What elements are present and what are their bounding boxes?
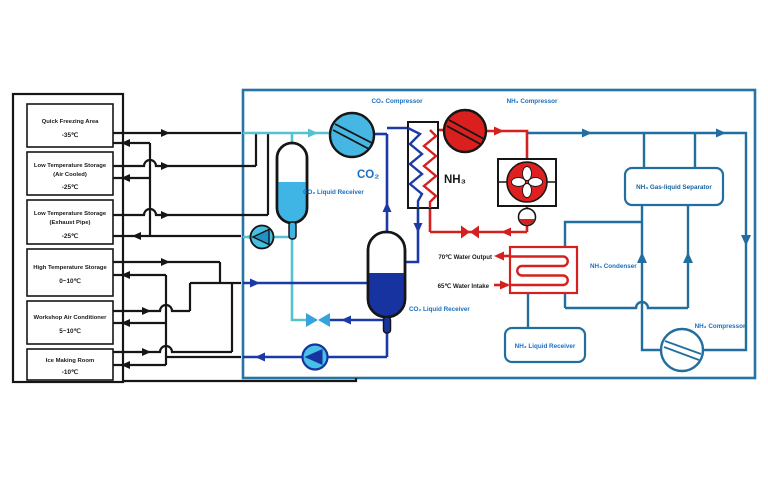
room-temp: -10℃ [62, 369, 78, 376]
separator-label: NH₃ Gas-liquid Separator [636, 184, 712, 191]
room-name: Quick Freezing Area [42, 119, 99, 125]
room-name: Low Temperature Storage [34, 163, 107, 169]
nh3-coil [422, 129, 438, 208]
room-name: Ice Making Room [46, 358, 94, 364]
nh3-big-label: NH₃ [444, 174, 466, 186]
nh3-condenser-label: NH₃ Condenser [590, 263, 637, 270]
water-coil [510, 255, 569, 287]
room-box-quick-freezing: Quick Freezing Area -35℃ [26, 103, 114, 148]
cold-rooms-panel: Quick Freezing Area -35℃ Low Temperature… [11, 92, 125, 384]
co2-coil [407, 126, 424, 208]
nh3-compressor-cascade [442, 108, 488, 154]
co2-circulation-pump-low [249, 224, 275, 250]
co2-compressor [328, 111, 376, 159]
co2-high-pressure-piping [243, 126, 423, 362]
co2-liquid-receiver-high-pressure [366, 230, 407, 334]
room-box-low-temp-air-cooled: Low Temperature Storage (Air Cooled) -25… [26, 151, 114, 196]
nh3-condenser [508, 245, 579, 295]
nh3-gas-liquid-separator: NH₃ Gas-liquid Separator [623, 166, 725, 207]
nh3-receiver-label: NH₃ Liquid Receiver [515, 343, 576, 350]
co2-receiver-low-label: CO₂ Liquid Receiver [303, 189, 364, 196]
room-distribution-piping [113, 129, 358, 383]
room-temp: -25℃ [62, 184, 78, 191]
co2-liquid-receiver-low-temp [275, 141, 309, 240]
room-name: (Exhaust Pipe) [50, 220, 91, 226]
flow-arrows-navy [250, 202, 423, 362]
vessel-nozzle [382, 316, 392, 334]
room-box-ice-making: Ice Making Room -10℃ [26, 348, 114, 381]
water-output-label: 70℃ Water Output [438, 254, 492, 261]
room-name: High Temperature Storage [33, 265, 107, 271]
co2-big-label: CO₂ [357, 169, 379, 181]
room-name: (Air Cooled) [53, 172, 87, 178]
room-name: Workshop Air Conditioner [34, 315, 108, 321]
room-box-high-temp-storage: High Temperature Storage 0~10℃ [26, 248, 114, 297]
diagram-labels: CO₂ Compressor NH₃ Compressor CO₂ NH₃ CO… [303, 98, 746, 330]
evaporative-condenser [497, 158, 557, 227]
nh3-cascade-piping [428, 126, 529, 290]
co2-receiver-high-label: CO₂ Liquid Receiver [409, 306, 470, 313]
cascade-heat-exchanger [407, 121, 439, 209]
room-temp: 0~10℃ [59, 278, 81, 285]
flow-arrows-red [494, 126, 511, 290]
nh3-compressor-bottom-label: NH₃ Compressor [695, 323, 746, 330]
nh3-compressor-high-stage [659, 327, 705, 373]
nh3-liquid-receiver: NH₃ Liquid Receiver [503, 326, 587, 364]
co2-compressor-label: CO₂ Compressor [371, 98, 423, 105]
co2-expansion-valve [306, 313, 330, 327]
nh3-compressor-top-label: NH₃ Compressor [507, 98, 558, 105]
fan-icon [506, 161, 548, 203]
flow-arrows-black [121, 129, 170, 369]
nh3-high-stage-piping [526, 128, 751, 352]
water-intake-label: 65℃ Water Intake [438, 283, 490, 290]
co2-circulation-pump-high [301, 343, 329, 371]
nh3-expansion-valve [461, 225, 479, 239]
room-box-workshop-ac: Workshop Air Conditioner 5~10℃ [26, 300, 114, 345]
room-box-low-temp-exhaust-pipe: Low Temperature Storage (Exhaust Pipe) -… [26, 199, 114, 245]
room-temp: -25℃ [62, 233, 78, 240]
vessel-nozzle [288, 221, 297, 240]
room-temp: -35℃ [62, 132, 78, 139]
room-temp: 5~10℃ [59, 328, 81, 335]
room-name: Low Temperature Storage [34, 211, 107, 217]
flow-arrows-steel [582, 128, 751, 263]
system-boundary [241, 88, 757, 380]
